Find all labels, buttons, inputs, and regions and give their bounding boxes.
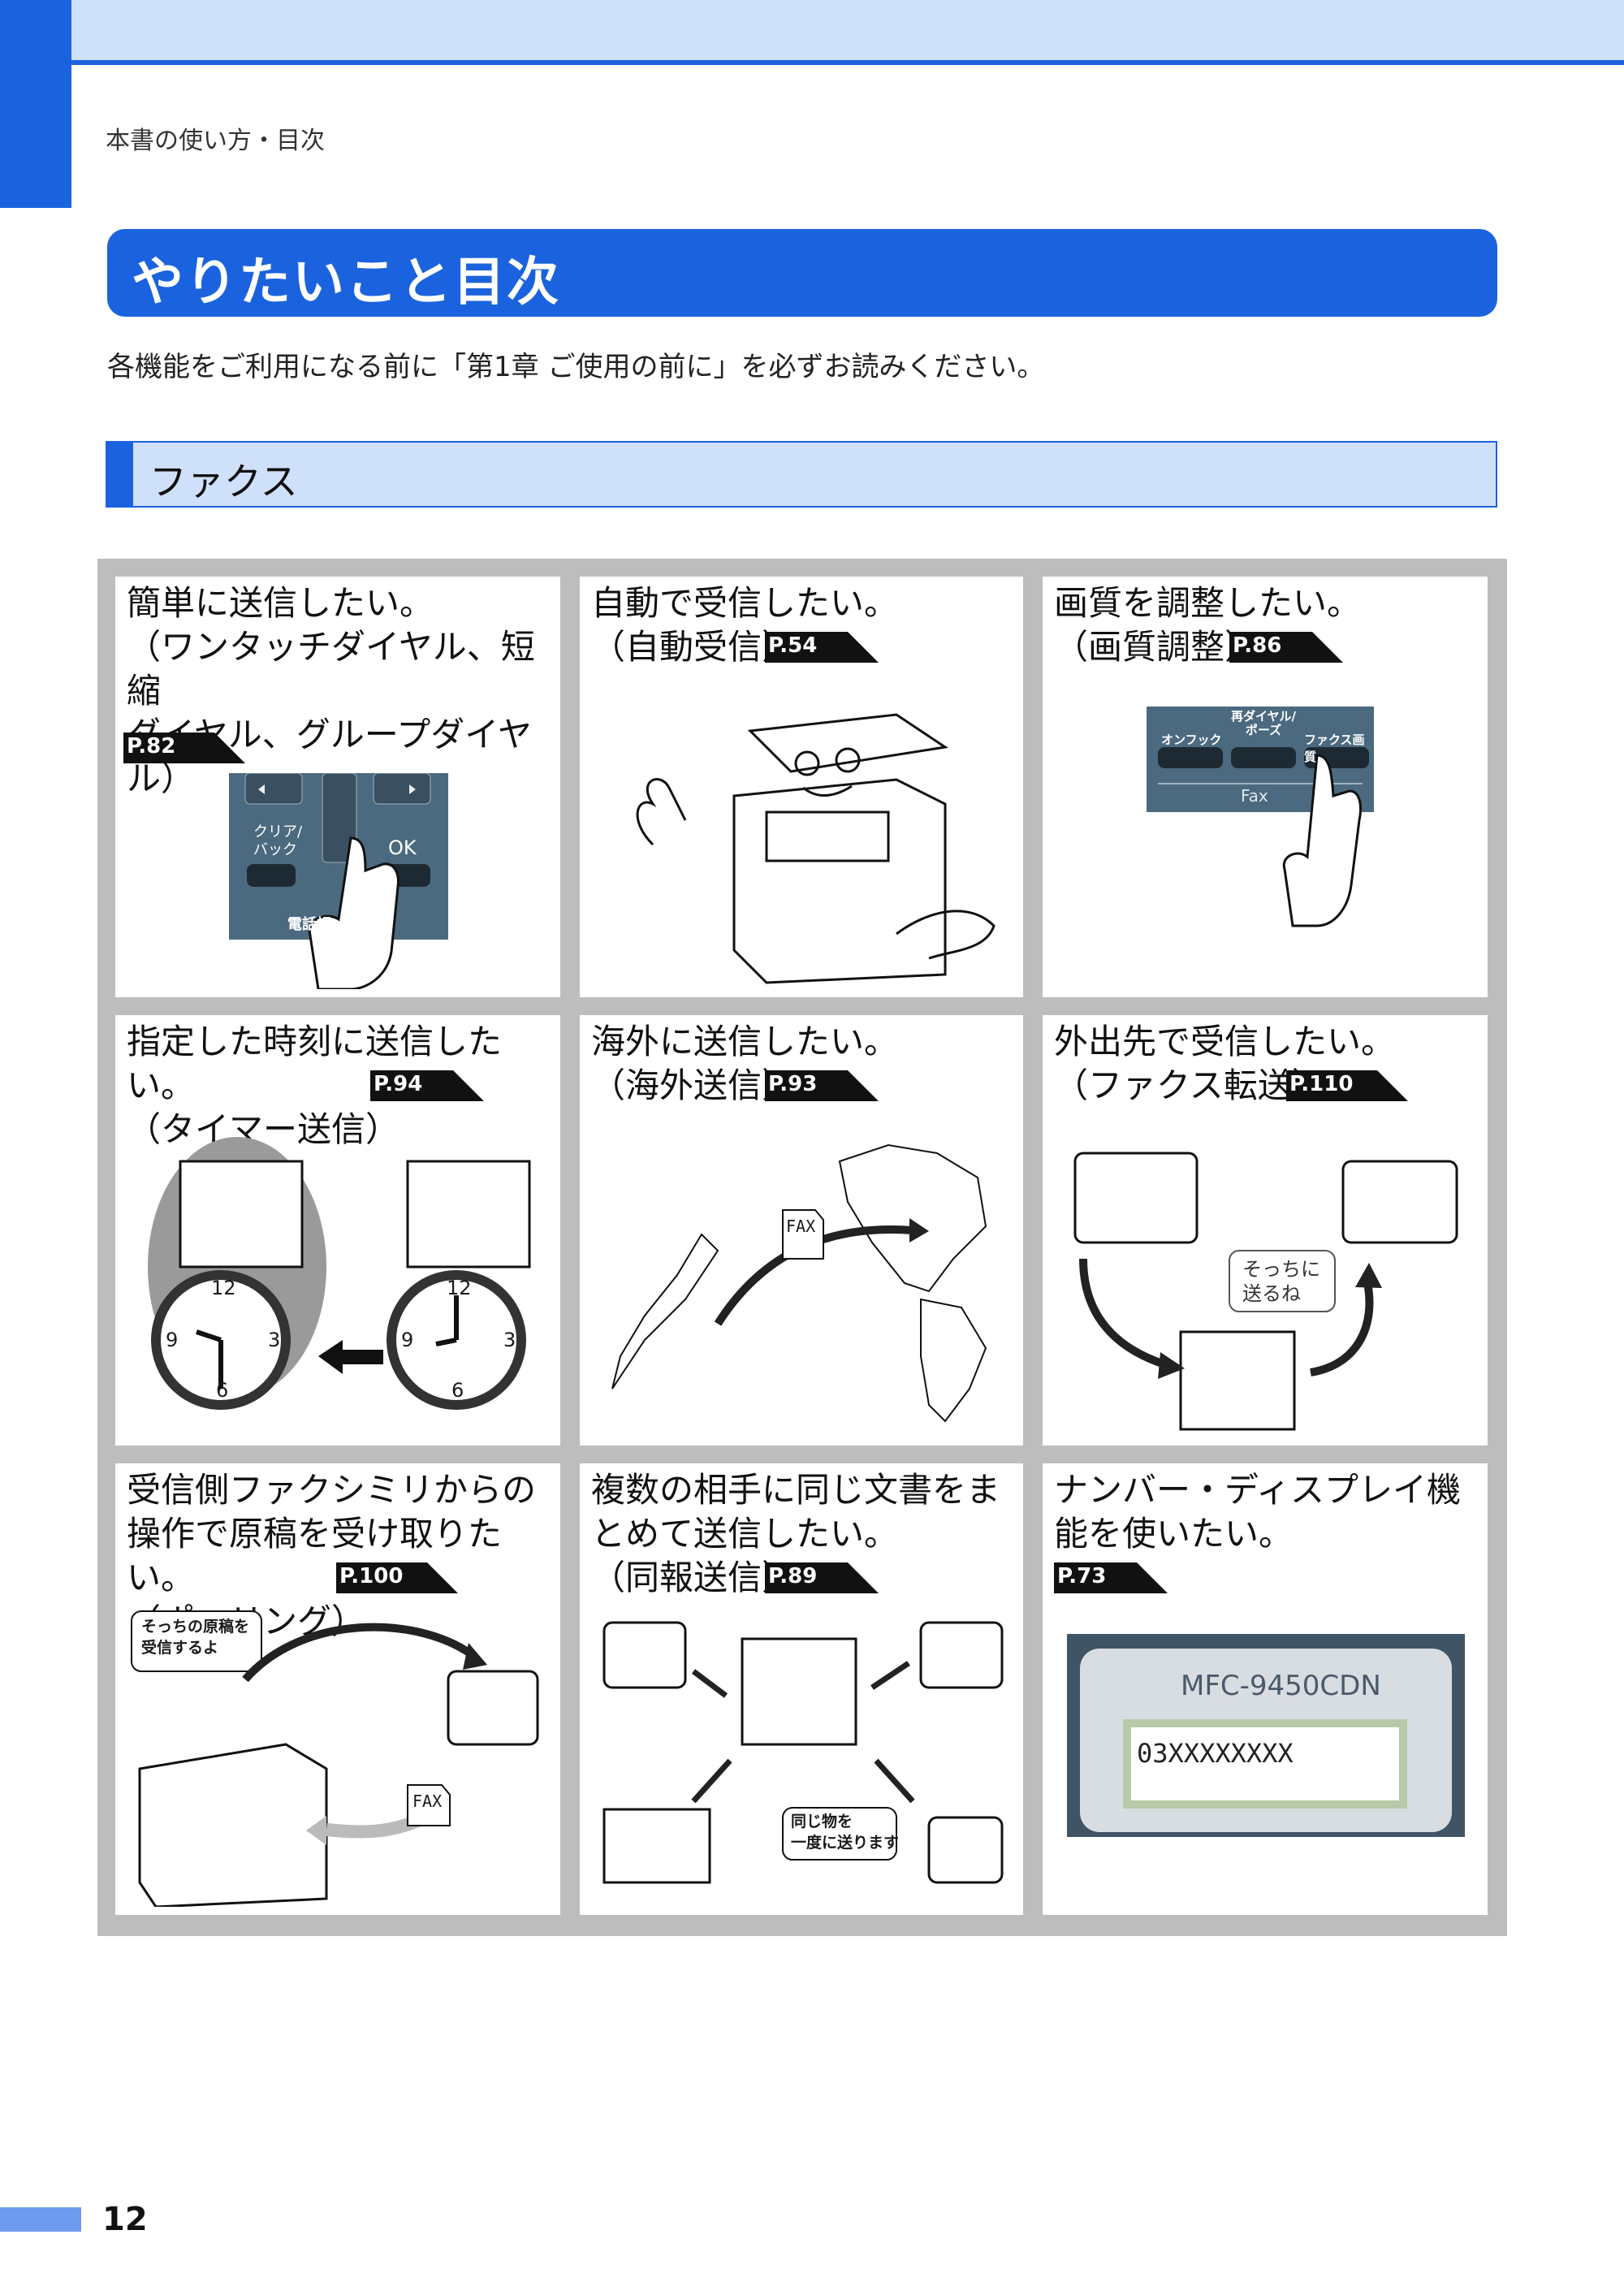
lcd-display-illustration: MFC-9450CDN 03XXXXXXXX bbox=[1067, 1634, 1465, 1837]
clear-back-key-label: クリア/ バック bbox=[253, 823, 303, 858]
page-badge[interactable]: P.54 bbox=[765, 632, 879, 663]
page-arrow-icon bbox=[1054, 1562, 1168, 1593]
page-badge[interactable]: P.73 bbox=[1054, 1562, 1168, 1593]
cell-title: 外出先で受信したい。 （ファクス転送） bbox=[1054, 1022, 1396, 1105]
feature-cell-fax-forward[interactable]: 外出先で受信したい。 （ファクス転送） P.110 そっちに 送るね bbox=[1043, 1015, 1488, 1446]
forward-illustration: そっちに 送るね bbox=[1051, 1129, 1481, 1437]
clock-numeral: 9 bbox=[401, 1329, 414, 1351]
on-hook-label: オンフック bbox=[1161, 733, 1222, 747]
keypad-icon bbox=[229, 772, 448, 991]
keypad-illustration: クリア/ バック OK 電話帳 bbox=[229, 772, 448, 991]
feature-cell-auto-receive[interactable]: 自動で受信したい。 （自動受信） P.54 bbox=[580, 577, 1023, 997]
feature-cell-quality[interactable]: 画質を調整したい。 （画質調整） P.86 再ダイヤル/ ポーズ オンフック フ… bbox=[1043, 577, 1488, 997]
page-badge[interactable]: P.82 bbox=[123, 733, 245, 763]
page-badge[interactable]: P.100 bbox=[336, 1562, 458, 1593]
clock-numeral: 6 bbox=[216, 1379, 229, 1402]
cell-title: 指定した時刻に送信したい。 （タイマー送信） bbox=[127, 1022, 503, 1149]
fax-quality-label: ファクス画質 bbox=[1304, 733, 1365, 764]
intro-text: 各機能をご利用になる前に「第1章 ご使用の前に」を必ずお読みください。 bbox=[107, 351, 1045, 383]
fax-panel-illustration: 再ダイヤル/ ポーズ オンフック ファクス画質 Fax bbox=[1147, 707, 1374, 934]
fax-panel-icon bbox=[1147, 707, 1374, 927]
breadcrumb: 本書の使い方・目次 bbox=[106, 127, 325, 155]
page-arrow-icon bbox=[1286, 1070, 1408, 1101]
cell-title: ナンバー・ディスプレイ機 能を使いたい。 bbox=[1054, 1470, 1462, 1554]
cell-title: 簡単に送信したい。 （ワンタッチダイヤル、短縮 ダイヤル、グループダイヤル） bbox=[127, 583, 535, 798]
phonebook-key-label: 電話帳 bbox=[287, 916, 331, 933]
ok-key-label: OK bbox=[388, 836, 417, 859]
page-badge[interactable]: P.86 bbox=[1229, 632, 1343, 663]
model-name: MFC-9450CDN bbox=[1181, 1670, 1381, 1702]
page-arrow-icon bbox=[765, 1070, 879, 1101]
clock-numeral: 12 bbox=[211, 1277, 236, 1299]
page-arrow-icon bbox=[123, 733, 245, 763]
speech-bubble: 同じ物を 一度に送ります bbox=[791, 1813, 900, 1852]
page-badge[interactable]: P.93 bbox=[765, 1070, 879, 1101]
fax-sheet-label: FAX bbox=[412, 1791, 443, 1811]
page-number: 12 bbox=[102, 2201, 148, 2238]
fax-forward-icon bbox=[1073, 1152, 1458, 1431]
caller-number: 03XXXXXXXX bbox=[1137, 1738, 1294, 1769]
smiling-printer-icon bbox=[636, 713, 996, 984]
clock-printers-icon bbox=[148, 1137, 531, 1410]
page-arrow-icon bbox=[336, 1562, 458, 1593]
feature-grid: 簡単に送信したい。 （ワンタッチダイヤル、短縮 ダイヤル、グループダイヤル） P… bbox=[97, 559, 1507, 1936]
feature-cell-polling[interactable]: 受信側ファクシミリからの 操作で原稿を受け取りたい。 （ポーリング） P.100… bbox=[115, 1463, 560, 1915]
world-map-icon bbox=[611, 1143, 987, 1423]
speech-bubble: そっちの原稿を 受信するよ bbox=[141, 1618, 250, 1657]
clock-numeral: 6 bbox=[451, 1379, 464, 1402]
clock-numeral: 12 bbox=[447, 1277, 472, 1299]
section-header: ファクス bbox=[106, 441, 1497, 508]
broadcast-icon bbox=[603, 1621, 1004, 1884]
section-accent bbox=[107, 443, 133, 506]
page-arrow-icon bbox=[370, 1070, 484, 1101]
cell-title: 画質を調整したい。 （画質調整） bbox=[1054, 583, 1362, 667]
page-badge[interactable]: P.94 bbox=[370, 1070, 484, 1101]
page-arrow-icon bbox=[1229, 632, 1343, 663]
feature-cell-timer-send[interactable]: 指定した時刻に送信したい。 （タイマー送信） P.94 12 3 6 9 1 bbox=[115, 1015, 560, 1446]
page-badge[interactable]: P.89 bbox=[765, 1562, 879, 1593]
printer-illustration bbox=[604, 682, 1010, 991]
polling-icon bbox=[131, 1610, 539, 1908]
feature-cell-overseas-send[interactable]: 海外に送信したい。 （海外送信） P.93 FAX bbox=[580, 1015, 1023, 1446]
corner-tab bbox=[0, 0, 71, 208]
page-title-banner: やりたいこと目次 bbox=[107, 229, 1497, 317]
speech-bubble: そっちに 送るね bbox=[1242, 1258, 1320, 1305]
broadcast-illustration: 同じ物を 一度に送ります bbox=[588, 1606, 1018, 1907]
clock-numeral: 3 bbox=[268, 1329, 281, 1351]
fax-sheet-label: FAX bbox=[786, 1217, 816, 1236]
clock-numeral: 9 bbox=[166, 1329, 179, 1351]
page-arrow-icon bbox=[765, 1562, 879, 1593]
top-band bbox=[0, 0, 1624, 65]
section-title: ファクス bbox=[149, 460, 298, 504]
lcd-panel-icon bbox=[1067, 1634, 1465, 1837]
redial-pause-label: 再ダイヤル/ ポーズ bbox=[1231, 709, 1297, 737]
world-map-illustration: FAX bbox=[596, 1129, 1010, 1437]
feature-cell-number-display[interactable]: ナンバー・ディスプレイ機 能を使いたい。 P.73 MFC-9450CDN 03… bbox=[1043, 1463, 1488, 1915]
timer-illustration: 12 3 6 9 12 3 6 9 bbox=[132, 1129, 554, 1437]
feature-cell-onetouch-dial[interactable]: 簡単に送信したい。 （ワンタッチダイヤル、短縮 ダイヤル、グループダイヤル） P… bbox=[115, 577, 560, 997]
polling-illustration: そっちの原稿を 受信するよ FAX bbox=[123, 1606, 554, 1908]
page-badge[interactable]: P.110 bbox=[1286, 1070, 1408, 1101]
feature-cell-broadcast[interactable]: 複数の相手に同じ文書をま とめて送信したい。 （同報送信） P.89 同じ物を … bbox=[580, 1463, 1023, 1915]
page-title: やりたいこと目次 bbox=[132, 253, 560, 313]
page-number-tab bbox=[0, 2207, 81, 2232]
cell-title: 海外に送信したい。 （海外送信） bbox=[591, 1022, 899, 1105]
cell-title: 自動で受信したい。 （自動受信） bbox=[591, 583, 899, 667]
clock-numeral: 3 bbox=[503, 1329, 516, 1351]
cell-title: 複数の相手に同じ文書をま とめて送信したい。 （同報送信） bbox=[591, 1470, 1001, 1597]
fax-label: Fax bbox=[1241, 786, 1268, 806]
page-arrow-icon bbox=[765, 632, 879, 663]
